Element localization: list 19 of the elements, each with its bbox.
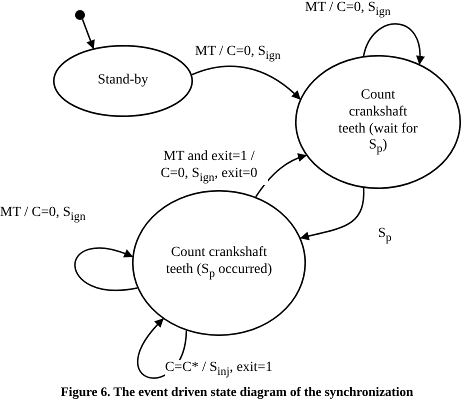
- state-ellipse: [295, 55, 461, 189]
- edge-label: C=C* / S$_{inj}$, exit=1: [165, 360, 272, 379]
- state-name: Count crankshaft teeth (wait for S$_{p}$): [337, 87, 419, 157]
- state-ellipse: [53, 45, 193, 117]
- state-ellipse: [132, 190, 306, 336]
- edge-label: MT / C=0, S$_{ign}$: [0, 205, 86, 224]
- figure-caption: Figure 6. The event driven state diagram of the synchronization: [60, 384, 414, 400]
- initial-state-dot: [75, 10, 85, 20]
- transition-arrow: [300, 188, 364, 240]
- edge-label: MT / C=0, S$_{ign}$: [305, 0, 391, 19]
- transition-arrow: [362, 23, 424, 65]
- transition-arrow: [192, 66, 301, 100]
- transition-arrow: [74, 247, 138, 292]
- state-name: Stand-by: [96, 72, 150, 90]
- transition-arrow: [82, 19, 95, 50]
- state-name: Count crankshaft teeth (S$_{p}$ occurred): [165, 245, 273, 281]
- edge-label: S$_{p}$: [378, 226, 392, 245]
- edge-label: MT / C=0, S$_{ign}$: [195, 44, 281, 63]
- transition-arrow: [255, 153, 307, 198]
